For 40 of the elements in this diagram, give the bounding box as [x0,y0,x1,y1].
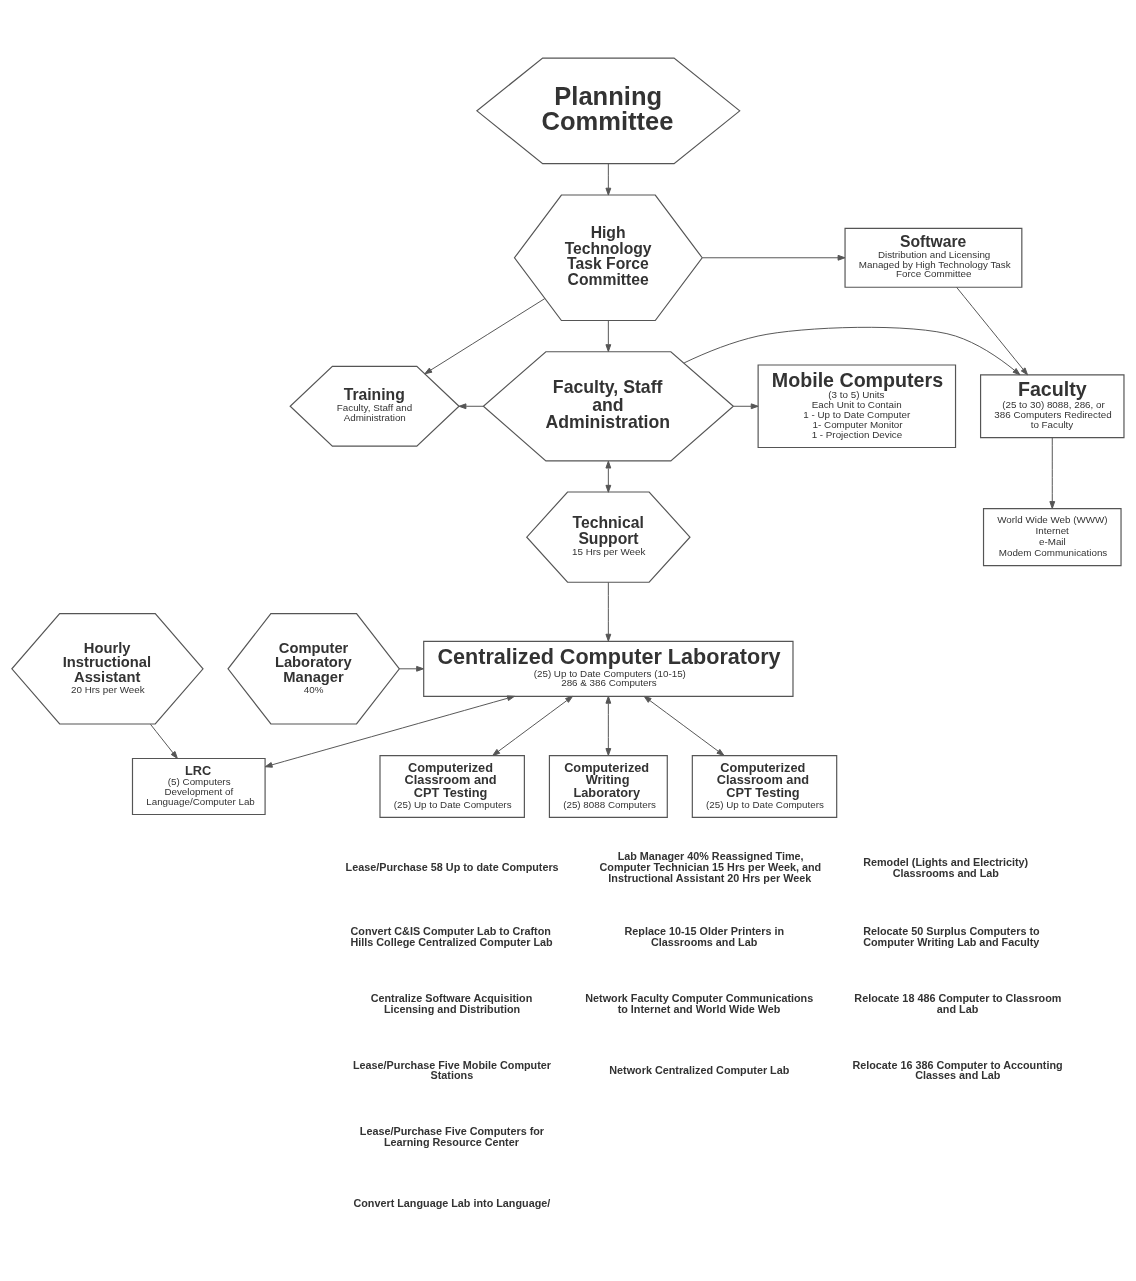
label: Convert C&IS Computer Lab to Crafton Hills College Centralized Computer Lab [350,925,553,948]
node-box: LRC (5) Computers Development of Language/Computer Lab [131,757,266,816]
arrow [605,320,612,353]
arrow [605,460,612,493]
label: Replace 10-15 Older Printers in Classrooms and Lab [624,925,785,948]
label: Convert Language Lab into Language/ [353,1197,551,1210]
node-box: Computerized Writing Laboratory (25) 8088 Computers [548,755,668,819]
label: Relocate 50 Surplus Computers to Computer Writing Lab and Faculty [863,925,1040,948]
node-box: Software Distribution and Licensing Managed by High Technology Task Force Committee [844,227,1023,288]
label: Relocate 16 386 Computer to Accounting Classes and Lab [852,1058,1063,1082]
node-box: Computerized Classroom and CPT Testing (25) Up to Date Computers [379,755,525,819]
node-box: Faculty (25 to 30) 8088, 286, or 386 Computers Redirected to Faculty [980,374,1125,439]
node-box: World Wide Web (WWW) Internet e-Mail Modem Communications [982,508,1122,567]
arrow [264,695,515,768]
arrow [458,403,484,410]
label: Relocate 18 486 Computer to Classroom and Lab [854,991,1062,1015]
node-box: Mobile Computers (3 to 5) Units Each Unit to Contain 1 - Up to Date Computer 1- Computer Monitor 1 - Projection Device [757,364,957,449]
arrow [605,163,612,196]
arrow [605,581,612,642]
label: Network Faculty Computer Communications to Internet and World Wide Web [585,991,814,1015]
arrow [492,695,573,756]
arrow [701,254,846,261]
arrow [605,695,612,756]
arrow [1049,437,1056,509]
node-box: Computerized Classroom and CPT Testing (25) Up to Date Computers [691,755,838,819]
label: Lease/Purchase Five Mobile Computer Stations [352,1058,551,1082]
label: Lease/Purchase Five Computers for Learning Resource Center [359,1125,545,1149]
label: Centralize Software Acquisition Licensing and Distribution [370,991,533,1015]
arrow [733,403,759,410]
label: Lease/Purchase 58 Up to date Computers [345,860,559,873]
arrow [424,298,546,375]
arrow [398,665,424,672]
arrow [149,723,178,759]
label: Lab Manager 40% Reassigned Time, Computer Technician 15 Hrs per Week, and Instructional Assistant 20 Hrs per Week [599,850,822,885]
arrow [683,326,1021,376]
label: Remodel (Lights and Electricity) Classrooms and Lab [863,855,1029,879]
arrow [956,286,1028,376]
arrow [643,695,725,756]
label: Network Centralized Computer Lab [609,1063,790,1076]
node-box: Centralized Computer Laboratory (25) Up to Date Computers (10-15) 286 & 386 Computers [423,640,794,697]
